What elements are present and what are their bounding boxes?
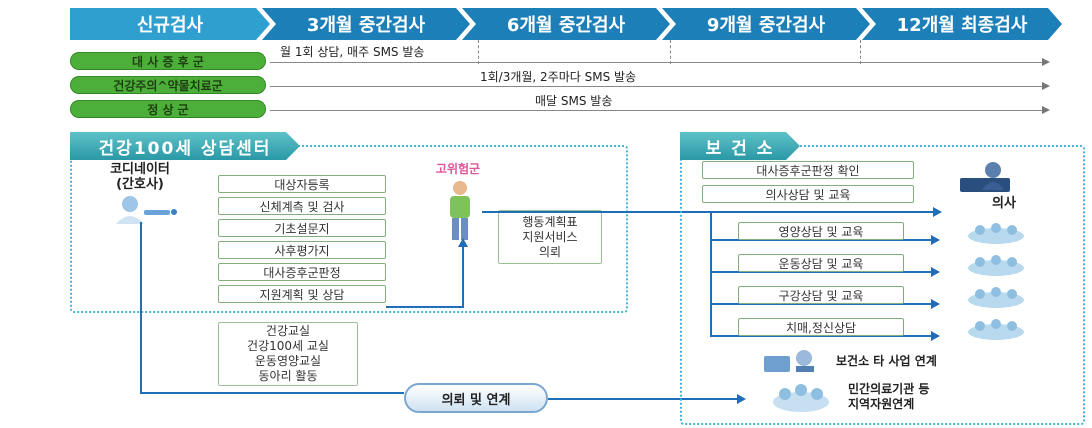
step-measurement: 신체계측 및 검사 bbox=[218, 197, 386, 215]
doctor-icon bbox=[960, 162, 1010, 192]
oral-counsel-box: 구강상담 및 교육 bbox=[738, 286, 904, 304]
high-risk-label: 고위험군 bbox=[435, 162, 481, 176]
step-label: 신체계측 및 검사 bbox=[259, 199, 345, 214]
group-label: 건강주의^약물치료군 bbox=[113, 78, 223, 93]
health-center-title: 보 건 소 bbox=[680, 132, 800, 160]
people-group-icon bbox=[968, 255, 1024, 276]
stage-9month: 9개월 중간검사 bbox=[662, 8, 870, 40]
group-label: 정 상 군 bbox=[147, 102, 189, 117]
step-label: 대상자등록 bbox=[274, 177, 330, 192]
timeline-track bbox=[270, 58, 1050, 66]
group-metabolic-text: 월 1회 상담, 매주 SMS 발송 bbox=[280, 45, 425, 59]
referral-link-pill: 의뢰 및 연계 bbox=[404, 383, 548, 413]
step-label: 사후평가지 bbox=[274, 243, 330, 258]
timeline-track bbox=[270, 82, 1050, 90]
separator bbox=[860, 40, 861, 64]
step-label: 대사증후군판정 bbox=[263, 265, 341, 280]
community-label: 민간의료기관 등 지역자원연계 bbox=[848, 382, 930, 411]
flow-arrow bbox=[712, 299, 940, 309]
stage-label: 3개월 중간검사 bbox=[306, 15, 426, 36]
group-normal: 정 상 군 bbox=[70, 100, 266, 118]
group-normal-text: 매달 SMS 발송 bbox=[535, 94, 613, 108]
counsel-label: 구강상담 및 교육 bbox=[778, 288, 864, 303]
people-group-icon bbox=[968, 223, 1024, 244]
programs-box: 건강교실 건강100세 교실 운동영양교실 동아리 활동 bbox=[218, 322, 358, 386]
stage-3month: 3개월 중간검사 bbox=[262, 8, 470, 40]
flow-line bbox=[386, 306, 464, 308]
referral-box: 행동계획표 지원서비스 의뢰 bbox=[498, 210, 602, 264]
flow-arrow-to-community bbox=[548, 394, 746, 404]
flow-arrow bbox=[712, 331, 940, 341]
stage-6month: 6개월 중간검사 bbox=[462, 8, 670, 40]
item-label: 대사증후군판정 확인 bbox=[756, 163, 860, 178]
panel-title-text: 건강100세 상담센터 bbox=[98, 138, 272, 159]
nurse-icon bbox=[116, 196, 177, 224]
flow-arrow bbox=[712, 267, 940, 277]
community-group-icon bbox=[773, 384, 829, 412]
group-caution: 건강주의^약물치료군 bbox=[70, 76, 266, 94]
step-diagnosis: 대사증후군판정 bbox=[218, 263, 386, 281]
item-label: 의사상담 및 교육 bbox=[765, 187, 851, 202]
flow-arrow bbox=[712, 235, 940, 245]
health-center-panel bbox=[680, 145, 1085, 425]
doctor-label: 의사 bbox=[992, 196, 1016, 211]
stage-new-exam: 신규검사 bbox=[70, 8, 270, 40]
flow-arrow-up bbox=[458, 238, 468, 308]
nutrition-counsel-box: 영양상담 및 교육 bbox=[738, 222, 904, 240]
step-label: 기초설문지 bbox=[274, 221, 330, 236]
flow-line bbox=[140, 392, 404, 394]
counsel-label: 치매,정신상담 bbox=[785, 320, 857, 335]
health-center-building-icon bbox=[764, 350, 814, 372]
diagnosis-check-box: 대사증후군판정 확인 bbox=[702, 161, 914, 179]
coordinator-label: 코디네이터 (간호사) bbox=[110, 162, 170, 192]
other-program-label: 보건소 타 사업 연계 bbox=[836, 354, 937, 368]
group-metabolic: 대 사 증 후 군 bbox=[70, 52, 266, 70]
separator bbox=[478, 40, 479, 64]
stage-label: 9개월 중간검사 bbox=[706, 15, 826, 36]
counseling-center-panel bbox=[70, 145, 628, 313]
flow-arrow-to-doctor bbox=[482, 207, 942, 217]
step-registration: 대상자등록 bbox=[218, 175, 386, 193]
exercise-counsel-box: 운동상담 및 교육 bbox=[738, 254, 904, 272]
counsel-label: 영양상담 및 교육 bbox=[778, 224, 864, 239]
person-icon bbox=[450, 181, 470, 240]
counsel-label: 운동상담 및 교육 bbox=[778, 256, 864, 271]
stage-label: 6개월 중간검사 bbox=[506, 15, 626, 36]
step-support-plan: 지원계획 및 상담 bbox=[218, 285, 386, 303]
counseling-center-title: 건강100세 상담센터 bbox=[70, 132, 300, 160]
stage-12month: 12개월 최종검사 bbox=[862, 8, 1062, 40]
link-label: 의뢰 및 연계 bbox=[441, 392, 511, 408]
stage-label: 신규검사 bbox=[136, 15, 204, 36]
stage-label: 12개월 최종검사 bbox=[896, 15, 1028, 36]
panel-title-text: 보 건 소 bbox=[705, 138, 775, 159]
dementia-counsel-box: 치매,정신상담 bbox=[738, 318, 904, 336]
people-group-icon bbox=[968, 319, 1024, 340]
people-group-icon bbox=[968, 287, 1024, 308]
group-caution-text: 1회/3개월, 2주마다 SMS 발송 bbox=[480, 70, 637, 84]
timeline-track bbox=[270, 106, 1050, 114]
flow-line bbox=[710, 211, 712, 337]
flow-line bbox=[140, 222, 142, 394]
step-evaluation: 사후평가지 bbox=[218, 241, 386, 259]
step-questionnaire: 기초설문지 bbox=[218, 219, 386, 237]
group-label: 대 사 증 후 군 bbox=[132, 54, 204, 69]
separator bbox=[670, 40, 671, 64]
doctor-counsel-box: 의사상담 및 교육 bbox=[702, 185, 914, 203]
step-label: 지원계획 및 상담 bbox=[259, 287, 345, 302]
